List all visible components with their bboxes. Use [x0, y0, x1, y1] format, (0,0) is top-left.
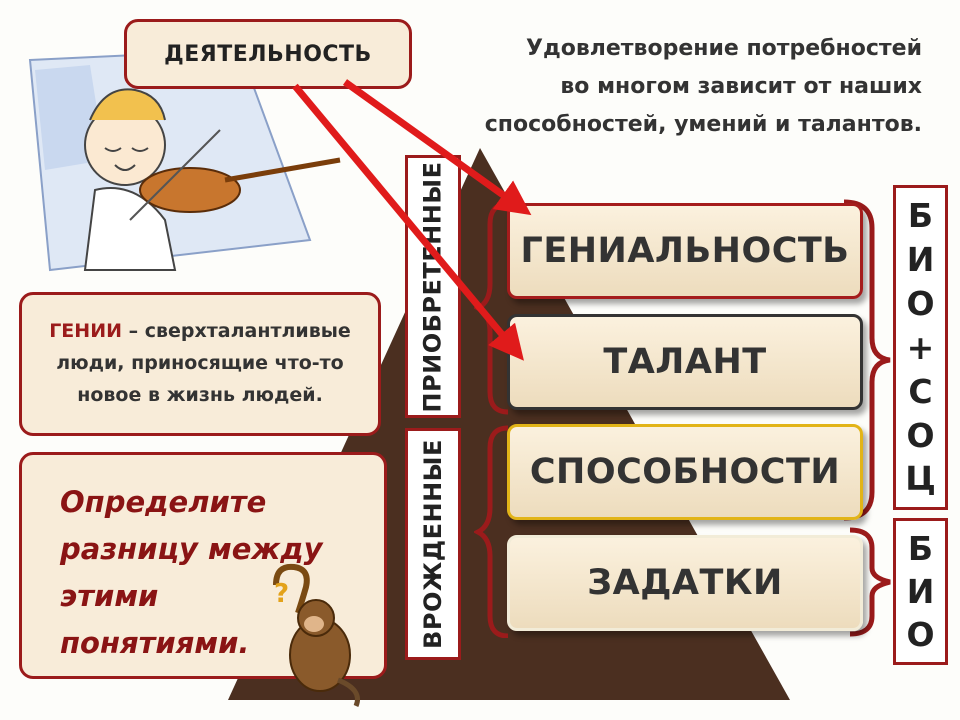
- bio-soc-letter: О: [906, 419, 934, 452]
- bio-soc-box: Б И О + С О Ц: [893, 185, 948, 510]
- level-abilities: СПОСОБНОСТИ: [507, 424, 863, 520]
- definition-box: ГЕНИИ – сверхталантливые люди, приносящи…: [19, 292, 381, 436]
- bio-soc-letter: +: [907, 331, 935, 364]
- level-genius: ГЕНИАЛЬНОСТЬ: [507, 203, 863, 299]
- innate-label-text: ВРОЖДЕННЫЕ: [419, 439, 447, 649]
- acquired-label: ПРИОБРЕТЕННЫЕ: [405, 155, 461, 418]
- activity-box: ДЕЯТЕЛЬНОСТЬ: [124, 19, 412, 89]
- intro-line-1: Удовлетворение потребностей: [430, 30, 922, 68]
- acquired-label-text: ПРИОБРЕТЕННЫЕ: [419, 161, 447, 412]
- bio-box: Б И О: [893, 518, 948, 665]
- intro-line-3: способностей, умений и талантов.: [430, 106, 922, 144]
- bio-soc-letter: Б: [908, 199, 933, 232]
- bio-soc-letter: Ц: [905, 462, 936, 495]
- bio-soc-letter: И: [907, 243, 935, 276]
- activity-label: ДЕЯТЕЛЬНОСТЬ: [164, 42, 372, 67]
- level-abilities-label: СПОСОБНОСТИ: [530, 452, 840, 492]
- innate-label: ВРОЖДЕННЫЕ: [405, 428, 461, 660]
- bio-soc-letter: С: [908, 375, 932, 408]
- level-inclinations: ЗАДАТКИ: [507, 535, 863, 631]
- intro-text: Удовлетворение потребностей во многом за…: [430, 30, 922, 144]
- level-genius-label: ГЕНИАЛЬНОСТЬ: [521, 231, 850, 271]
- task-line-1: Определите: [60, 479, 384, 526]
- monkey-illustration: ?: [258, 560, 368, 710]
- definition-term: ГЕНИИ: [49, 320, 122, 342]
- level-talent-label: ТАЛАНТ: [603, 342, 766, 382]
- level-talent: ТАЛАНТ: [507, 314, 863, 410]
- intro-line-2: во многом зависит от наших: [430, 68, 922, 106]
- bio-letter: И: [907, 575, 935, 608]
- svg-text:?: ?: [274, 579, 289, 609]
- bio-letter: Б: [908, 532, 933, 565]
- bio-soc-letter: О: [906, 287, 934, 320]
- level-inclinations-label: ЗАДАТКИ: [587, 563, 783, 603]
- bio-letter: О: [906, 618, 934, 651]
